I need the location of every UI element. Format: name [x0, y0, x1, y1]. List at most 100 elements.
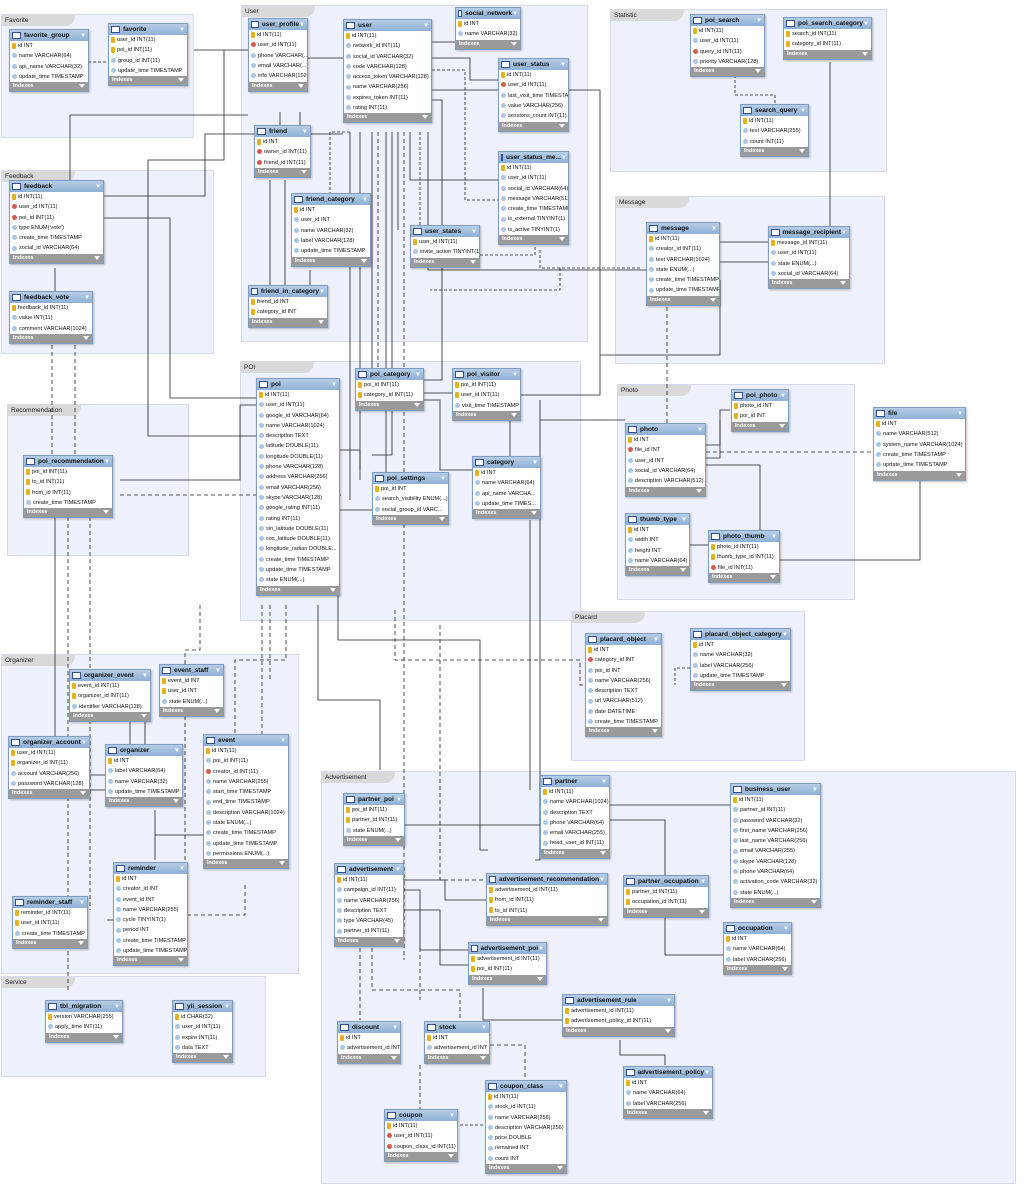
- collapse-arrow-icon[interactable]: ▼: [681, 516, 687, 523]
- collapse-arrow-icon[interactable]: ▼: [532, 459, 538, 466]
- indexes-bar[interactable]: Indexes: [647, 295, 719, 305]
- table-organizer-event[interactable]: organizer_event▼event_id INT(11)organize…: [69, 669, 151, 722]
- indexes-bar[interactable]: Indexes: [160, 706, 223, 716]
- indexes-bar[interactable]: Indexes: [724, 964, 791, 974]
- indexes-bar[interactable]: Indexes: [486, 1164, 566, 1174]
- table-header[interactable]: friend_in_category▼: [249, 286, 327, 297]
- table-header[interactable]: coupon▼: [385, 1110, 457, 1121]
- collapse-arrow-icon[interactable]: ▼: [81, 739, 87, 746]
- collapse-arrow-icon[interactable]: ▼: [415, 371, 421, 378]
- indexes-bar[interactable]: Indexes: [249, 317, 327, 327]
- collapse-arrow-icon[interactable]: ▼: [302, 128, 308, 135]
- collapse-arrow-icon[interactable]: ▼: [179, 26, 185, 33]
- table-header[interactable]: poi_recommendation▼: [24, 456, 112, 467]
- collapse-arrow-icon[interactable]: ▼: [280, 737, 286, 744]
- collapse-arrow-icon[interactable]: ▼: [560, 154, 567, 161]
- indexes-bar[interactable]: Indexes: [624, 907, 708, 917]
- collapse-arrow-icon[interactable]: ▼: [179, 865, 185, 872]
- collapse-arrow-icon[interactable]: ▼: [558, 1083, 564, 1090]
- indexes-bar[interactable]: Indexes: [691, 67, 764, 77]
- table-poi-visitor[interactable]: poi_visitor▼poi_id INT(11)user_id INT(11…: [452, 368, 521, 421]
- table-header[interactable]: partner_occupation▼: [624, 876, 708, 887]
- table-user-status[interactable]: user_status▼id INT(11)user_id INT(11)las…: [498, 58, 569, 132]
- indexes-bar[interactable]: Indexes: [109, 76, 187, 86]
- collapse-arrow-icon[interactable]: ▼: [114, 1003, 120, 1010]
- table-header[interactable]: reminder_staff▼: [13, 897, 87, 908]
- collapse-arrow-icon[interactable]: ▼: [319, 288, 325, 295]
- indexes-bar[interactable]: Indexes: [13, 938, 87, 948]
- indexes-bar[interactable]: Indexes: [691, 681, 790, 691]
- table-organizer-account[interactable]: organizer_account▼user_id INT(11)organiz…: [8, 736, 90, 800]
- indexes-bar[interactable]: Indexes: [499, 235, 568, 245]
- indexes-bar[interactable]: Indexes: [563, 1026, 674, 1036]
- collapse-arrow-icon[interactable]: ▼: [697, 426, 703, 433]
- table-header[interactable]: file▼: [874, 408, 965, 419]
- table-advertisement-rule[interactable]: advertisement_rule▼advertisement_id INT(…: [562, 994, 675, 1037]
- collapse-arrow-icon[interactable]: ▼: [440, 475, 446, 482]
- collapse-arrow-icon[interactable]: ▼: [215, 667, 221, 674]
- collapse-arrow-icon[interactable]: ▼: [104, 458, 110, 465]
- table-header[interactable]: poi▼: [257, 379, 339, 390]
- table-header[interactable]: placard_object▼: [586, 634, 661, 645]
- collapse-arrow-icon[interactable]: ▼: [700, 878, 706, 885]
- indexes-bar[interactable]: Indexes: [335, 936, 403, 946]
- table-user-status-message[interactable]: user_status_me...▼id INT(11)user_id INT(…: [498, 151, 569, 246]
- table-header[interactable]: organizer▼: [106, 745, 182, 756]
- table-poi-search-category[interactable]: poi_search_category▼search_id INT(11)cat…: [783, 17, 872, 60]
- collapse-arrow-icon[interactable]: ▼: [666, 997, 672, 1004]
- table-poi-search[interactable]: poi_search▼id INT(11)user_id INT(11)quer…: [690, 14, 765, 78]
- table-feedback[interactable]: feedback▼id INT(11)user_id INT(11)poi_id…: [9, 180, 104, 264]
- table-header[interactable]: reminder▼: [114, 863, 187, 874]
- table-header[interactable]: poi_search▼: [691, 15, 764, 26]
- indexes-bar[interactable]: Indexes: [10, 253, 103, 263]
- indexes-bar[interactable]: Indexes: [626, 486, 705, 496]
- table-header[interactable]: category▼: [473, 457, 540, 468]
- table-coupon-class[interactable]: coupon_class▼id INT(11)stock_id INT(11)n…: [485, 1080, 567, 1175]
- table-message-recipient[interactable]: message_recipient▼message_id INT(11)user…: [768, 226, 850, 290]
- indexes-bar[interactable]: Indexes: [70, 711, 150, 721]
- indexes-bar[interactable]: Indexes: [338, 1053, 400, 1063]
- table-header[interactable]: user_status_me...▼: [499, 152, 568, 163]
- indexes-bar[interactable]: Indexes: [453, 410, 520, 420]
- table-header[interactable]: tbl_migration▼: [46, 1001, 122, 1012]
- collapse-arrow-icon[interactable]: ▼: [957, 410, 963, 417]
- collapse-arrow-icon[interactable]: ▼: [481, 1024, 487, 1031]
- collapse-arrow-icon[interactable]: ▼: [756, 17, 762, 24]
- collapse-arrow-icon[interactable]: ▼: [538, 945, 544, 952]
- table-header[interactable]: placard_object_category▼: [691, 629, 790, 640]
- indexes-bar[interactable]: Indexes: [46, 1032, 122, 1042]
- table-advertisement-recommendation[interactable]: advertisement_recommendation▼advertiseme…: [486, 873, 608, 926]
- collapse-arrow-icon[interactable]: ▼: [841, 229, 847, 236]
- collapse-arrow-icon[interactable]: ▼: [395, 866, 401, 873]
- indexes-bar[interactable]: Indexes: [586, 727, 661, 737]
- table-tbl-migration[interactable]: tbl_migration▼version VARCHAR(255)apply_…: [45, 1000, 123, 1043]
- table-user[interactable]: user▼id INT(11)network_id INT(11)social_…: [343, 19, 432, 124]
- table-header[interactable]: poi_search_category▼: [784, 18, 871, 29]
- collapse-arrow-icon[interactable]: ▼: [80, 32, 86, 39]
- table-poi-category[interactable]: poi_category▼poi_id INT(11)category_id I…: [355, 368, 424, 411]
- table-header[interactable]: user_status▼: [499, 59, 568, 70]
- indexes-bar[interactable]: Indexes: [373, 514, 448, 524]
- table-header[interactable]: advertisement_rule▼: [563, 995, 674, 1006]
- indexes-bar[interactable]: Indexes: [344, 835, 404, 845]
- table-coupon[interactable]: coupon▼id INT(11)user_id INT(11)coupon_c…: [384, 1109, 458, 1162]
- table-partner[interactable]: partner▼id INT(11)name VARCHAR(1024)desc…: [540, 775, 610, 859]
- table-header[interactable]: photo▼: [626, 424, 705, 435]
- table-header[interactable]: poi_category▼: [356, 369, 423, 380]
- indexes-bar[interactable]: Indexes: [356, 400, 423, 410]
- indexes-bar[interactable]: Indexes: [469, 974, 546, 984]
- collapse-arrow-icon[interactable]: ▼: [812, 786, 818, 793]
